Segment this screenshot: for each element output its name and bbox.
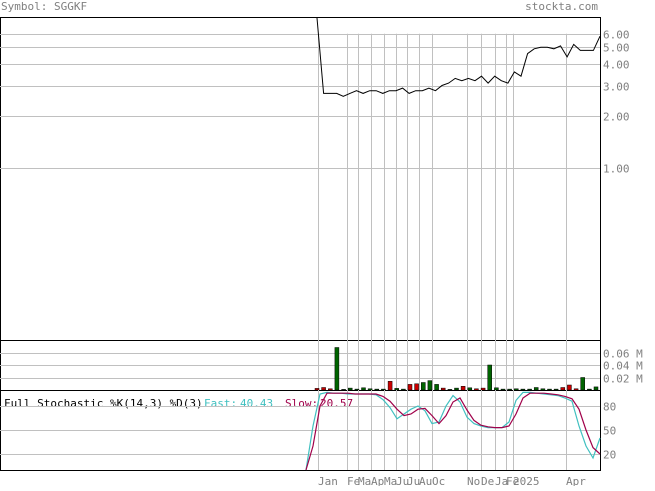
volume-bar bbox=[394, 388, 399, 391]
volume-bar bbox=[407, 384, 413, 391]
volume-bar bbox=[460, 386, 466, 391]
volume-bar bbox=[434, 384, 439, 391]
volume-bar bbox=[487, 364, 492, 391]
price-tick-label: 2.00 bbox=[603, 111, 630, 124]
price-line bbox=[316, 17, 601, 97]
volume-bar bbox=[480, 387, 486, 391]
volume-bar bbox=[314, 388, 320, 391]
volume-bar bbox=[354, 388, 360, 391]
volume-bar bbox=[474, 388, 479, 391]
volume-bar bbox=[507, 388, 512, 391]
volume-bar bbox=[334, 347, 340, 391]
volume-bar bbox=[367, 388, 373, 391]
x-tick-label: Jan bbox=[318, 475, 338, 486]
price-tick-label: 1.00 bbox=[603, 163, 630, 176]
volume-bar bbox=[447, 389, 453, 391]
price-tick-label: 5.00 bbox=[603, 42, 630, 55]
volume-bar bbox=[387, 381, 393, 391]
stochastic-tick-label: 50 bbox=[603, 425, 616, 438]
volume-bar bbox=[347, 387, 353, 391]
slow-label: Slow: bbox=[285, 397, 318, 410]
volume-tick-label: 0.06 M bbox=[603, 348, 643, 361]
volume-panel: 0.02 M0.04 M0.06 M bbox=[0, 340, 643, 391]
fast-value: 40.43 bbox=[240, 397, 273, 410]
x-tick-label: Ap bbox=[371, 475, 384, 486]
volume-bar bbox=[580, 377, 585, 391]
stochastic-tick-label: 80 bbox=[603, 401, 616, 414]
volume-bar bbox=[500, 388, 506, 391]
volume-bar bbox=[427, 380, 433, 391]
x-tick-label: Au bbox=[419, 475, 432, 486]
price-panel: 1.00 2.00 3.00 4.00 5.006.00 bbox=[0, 17, 630, 341]
symbol-label: Symbol: SGGKF bbox=[1, 0, 87, 13]
volume-bar bbox=[573, 388, 579, 391]
volume-bar bbox=[494, 387, 499, 391]
volume-bar bbox=[341, 389, 346, 391]
x-tick-label: Ju bbox=[407, 475, 420, 486]
x-tick-label: 2025 bbox=[513, 475, 540, 486]
fast-label: Fast: bbox=[204, 397, 237, 410]
volume-bar bbox=[567, 384, 572, 391]
price-frame bbox=[0, 17, 601, 341]
volume-bar bbox=[593, 386, 599, 391]
volume-bar bbox=[401, 388, 406, 391]
price-tick-label: 4.00 bbox=[603, 59, 630, 72]
x-tick-label: Oc bbox=[432, 475, 445, 486]
site-label: stockta.com bbox=[525, 0, 598, 13]
price-tick-label: 3.00 bbox=[603, 81, 630, 94]
volume-bar bbox=[361, 387, 366, 391]
x-tick-label: Fe bbox=[347, 475, 360, 486]
volume-bar bbox=[414, 383, 419, 391]
stochastic-title: Full Stochastic %K(14,3) %D(3) bbox=[4, 397, 203, 410]
volume-tick-label: 0.02 M bbox=[603, 373, 643, 386]
x-tick-label: Ma bbox=[384, 475, 397, 486]
slow-line bbox=[305, 392, 601, 471]
volume-bar bbox=[533, 387, 539, 391]
x-tick-label: De bbox=[481, 475, 494, 486]
volume-bar bbox=[560, 387, 566, 391]
volume-bar bbox=[381, 388, 386, 391]
price-tick-label: 6.00 bbox=[603, 29, 630, 42]
volume-bar bbox=[527, 388, 532, 391]
volume-bar bbox=[328, 388, 333, 391]
slow-value: 20.57 bbox=[320, 397, 353, 410]
x-tick-label: Ja bbox=[495, 475, 508, 486]
volume-bar bbox=[514, 388, 519, 391]
volume-bar bbox=[547, 388, 552, 391]
volume-bar bbox=[321, 387, 326, 391]
volume-bar bbox=[540, 388, 546, 391]
x-tick-label: No bbox=[467, 475, 480, 486]
volume-bar bbox=[520, 388, 526, 391]
volume-bar bbox=[421, 382, 426, 391]
x-tick-label: Ma bbox=[358, 475, 371, 486]
volume-bar bbox=[467, 387, 473, 391]
x-tick-label: Apr bbox=[566, 475, 586, 486]
stochastic-panel: Full Stochastic %K(14,3) %D(3) Fast: 40.… bbox=[0, 390, 616, 471]
volume-bar bbox=[454, 387, 459, 391]
x-tick-label: Ju bbox=[396, 475, 409, 486]
volume-tick-label: 0.04 M bbox=[603, 360, 643, 373]
volume-bar bbox=[374, 388, 380, 391]
volume-bar bbox=[553, 388, 559, 391]
x-tick-label: Fe bbox=[506, 475, 519, 486]
volume-bar bbox=[587, 388, 592, 391]
volume-bar bbox=[440, 387, 446, 391]
stochastic-tick-label: 20 bbox=[603, 449, 616, 462]
